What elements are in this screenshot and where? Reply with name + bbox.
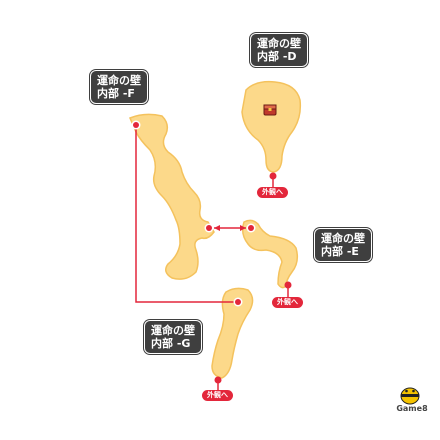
area-label-subtitle: 内部 -D xyxy=(257,50,297,63)
route-f-to-g xyxy=(135,125,236,303)
brand-name: Game8 xyxy=(396,404,428,413)
arrow-left-icon xyxy=(214,225,220,231)
area-label-d: 運命の壁 内部 -D xyxy=(251,34,307,66)
area-label-title: 運命の壁 xyxy=(97,74,141,87)
location-marker-icon xyxy=(269,172,277,180)
area-label-title: 運命の壁 xyxy=(151,324,195,337)
area-label-subtitle: 内部 -G xyxy=(151,337,191,350)
area-label-f: 運命の壁 内部 -F xyxy=(91,71,147,103)
location-marker-icon xyxy=(233,297,243,307)
area-label-e: 運命の壁 内部 -E xyxy=(315,229,371,261)
arrow-right-icon xyxy=(240,225,246,231)
location-marker-icon xyxy=(284,281,292,289)
exit-to-exterior-e[interactable]: 外観へ xyxy=(272,297,303,308)
floor-region-d xyxy=(241,80,302,173)
area-label-g: 運命の壁 内部 -G xyxy=(145,321,201,353)
exit-to-exterior-d[interactable]: 外観へ xyxy=(257,187,288,198)
area-label-subtitle: 内部 -F xyxy=(97,87,135,100)
location-marker-icon xyxy=(204,223,214,233)
location-marker-icon xyxy=(131,120,141,130)
bee-logo-icon xyxy=(400,387,420,405)
exit-to-exterior-g[interactable]: 外観へ xyxy=(202,390,233,401)
area-label-subtitle: 内部 -E xyxy=(321,245,359,258)
area-label-title: 運命の壁 xyxy=(321,232,365,245)
location-marker-icon xyxy=(246,223,256,233)
floor-region-g xyxy=(211,287,254,379)
treasure-chest-icon[interactable] xyxy=(263,104,277,116)
location-marker-icon xyxy=(214,376,222,384)
floor-region-f xyxy=(129,113,215,280)
brand-logo: Game8 xyxy=(390,404,434,413)
area-label-title: 運命の壁 xyxy=(257,37,301,50)
